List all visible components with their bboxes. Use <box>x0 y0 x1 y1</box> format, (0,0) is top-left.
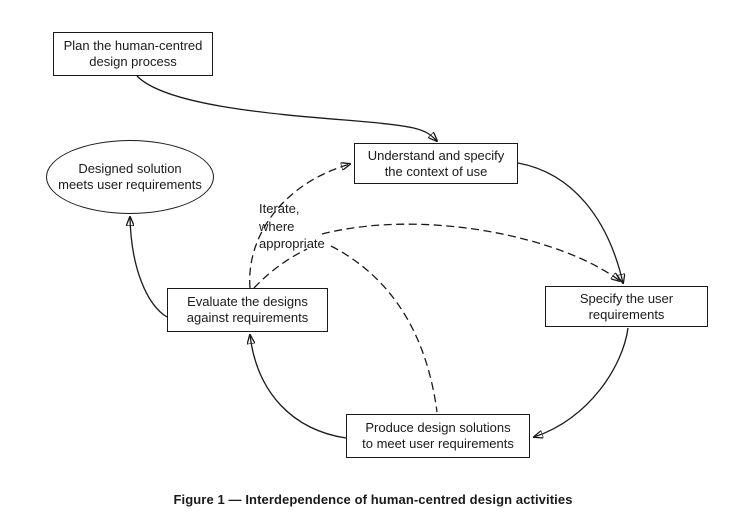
iterate-annotation: Iterate, where appropriate <box>259 201 325 251</box>
node-evaluate-designs-label: Evaluate the designs against requirement… <box>186 294 309 325</box>
node-plan: Plan the human-centred design process <box>53 32 213 76</box>
node-plan-label: Plan the human-centred design process <box>63 38 203 69</box>
node-specify-requirements-label: Specify the user requirements <box>579 290 674 322</box>
arrow-produce-to-evaluate <box>250 335 347 439</box>
node-produce-solutions: Produce design solutions to meet user re… <box>346 414 530 458</box>
node-specify-requirements: Specify the user requirements <box>545 286 708 327</box>
node-designed-solution: Designed solution meets user requirement… <box>46 140 214 214</box>
dashed-arrow-evaluate-to-understand <box>249 164 350 289</box>
node-understand-context-label: Understand and specify the context of us… <box>367 147 505 179</box>
arrow-understand-to-specify <box>517 162 623 283</box>
arrow-evaluate-to-outcome <box>130 217 168 318</box>
arrow-specify-to-produce <box>534 327 629 437</box>
dashed-arrow-iterate-to-specify <box>321 223 620 281</box>
arrow-plan-to-understand <box>136 75 437 141</box>
node-designed-solution-label: Designed solution meets user requirement… <box>58 161 202 192</box>
node-understand-context: Understand and specify the context of us… <box>354 143 518 184</box>
dashed-connector-produce-to-iterate <box>330 245 438 413</box>
node-evaluate-designs: Evaluate the designs against requirement… <box>167 288 328 332</box>
figure-caption: Figure 1 — Interdependence of human-cent… <box>173 492 573 507</box>
node-produce-solutions-label: Produce design solutions to meet user re… <box>362 420 514 451</box>
dashed-connector-evaluate-to-iterate <box>253 248 308 289</box>
